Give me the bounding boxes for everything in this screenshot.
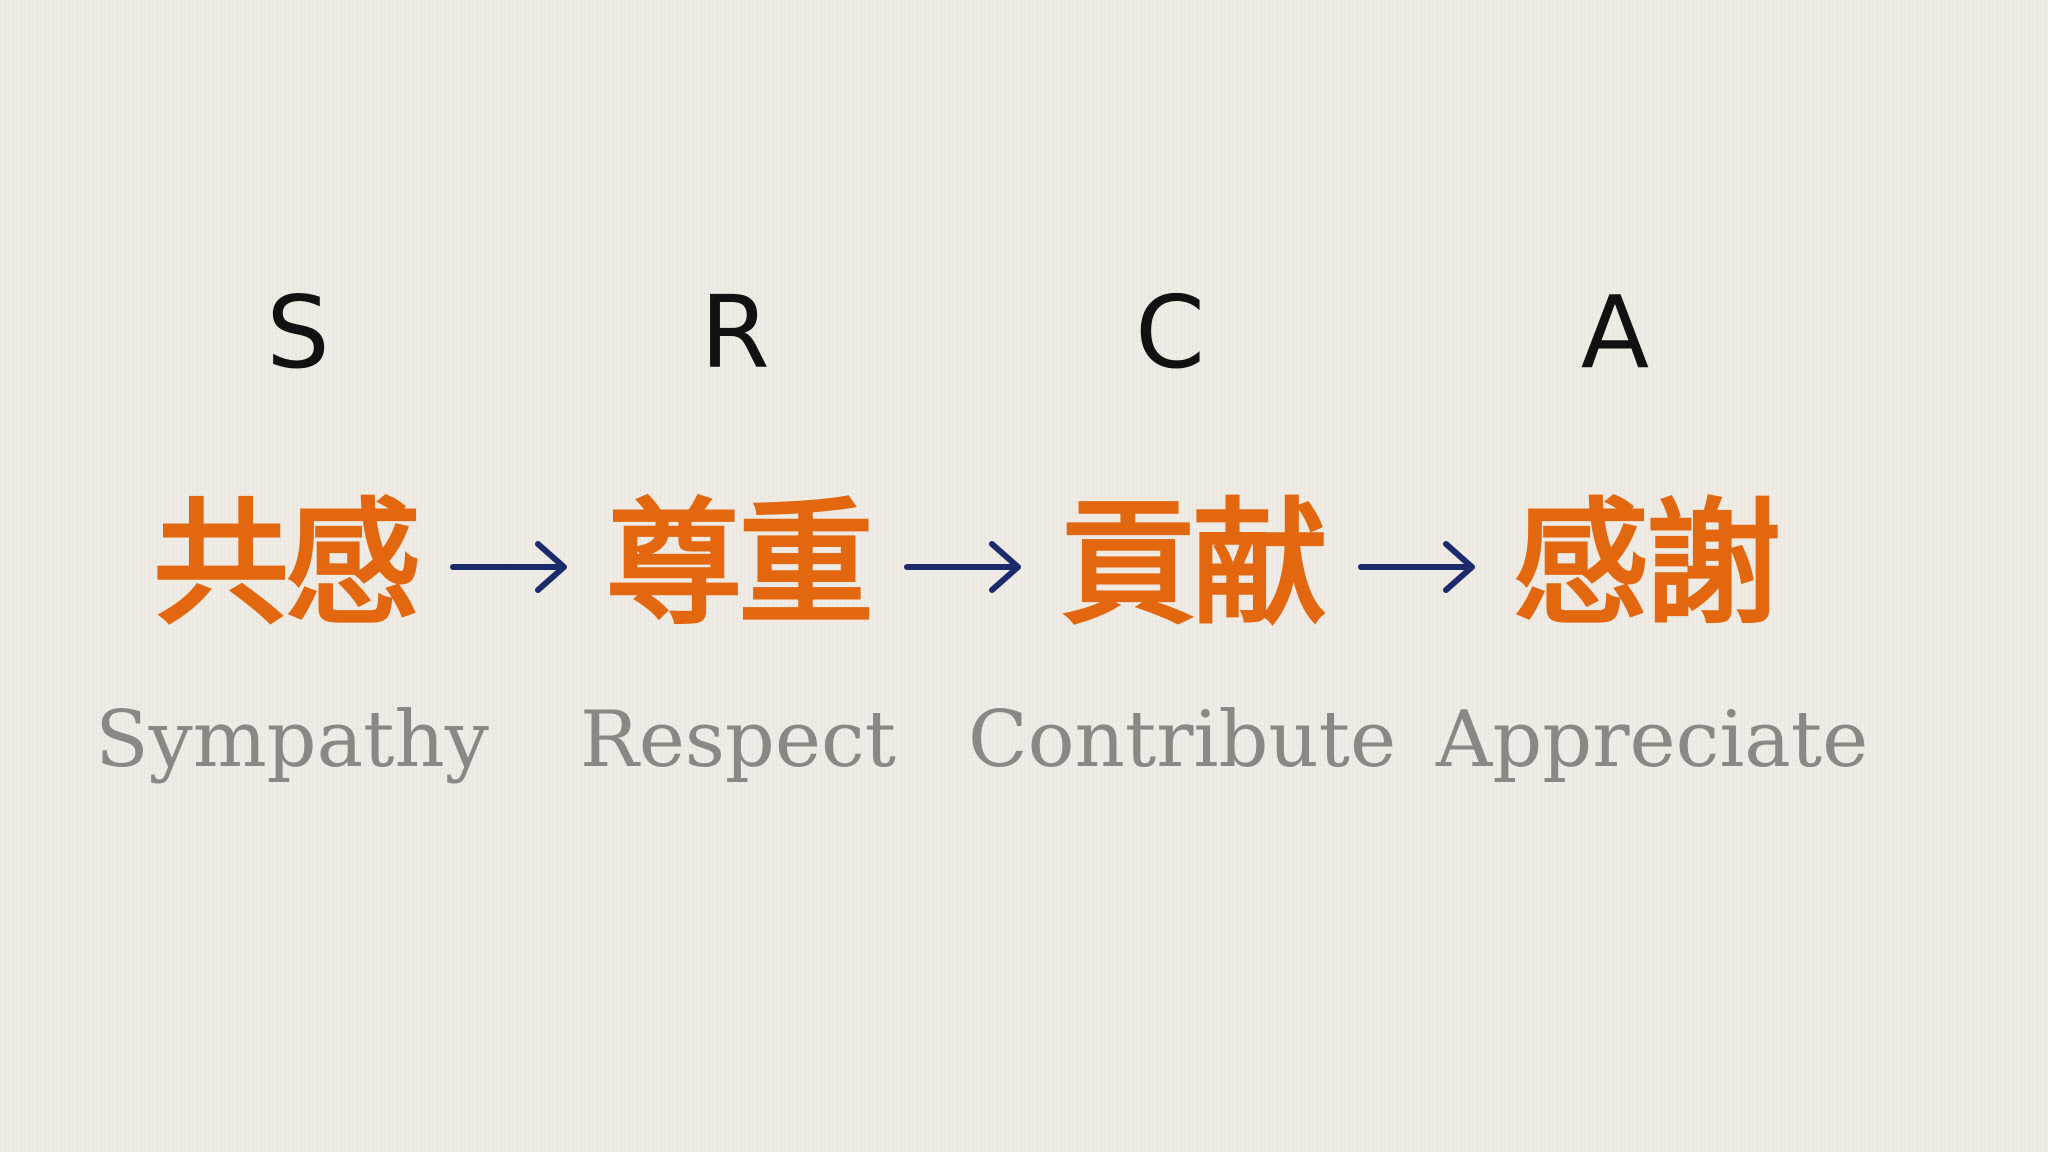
step-4-letter: A: [1580, 274, 1650, 391]
step-1-english: Sympathy: [95, 695, 489, 785]
arrow-right-icon: [904, 541, 1021, 593]
step-2-kanji: 尊重: [606, 486, 874, 644]
step-2-letter: R: [700, 274, 770, 391]
arrow-right-icon: [1358, 541, 1475, 593]
step-2-english: Respect: [579, 695, 897, 785]
step-1-kanji: 共感: [153, 486, 421, 644]
step-3-letter: C: [1135, 274, 1205, 391]
arrow-right-icon: [450, 541, 567, 593]
step-4-english: Appreciate: [1436, 695, 1869, 785]
step-1-letter: S: [266, 274, 330, 391]
step-4-kanji: 感謝: [1513, 486, 1781, 644]
step-3-english: Contribute: [968, 695, 1397, 785]
step-3-kanji: 貢献: [1060, 486, 1328, 644]
